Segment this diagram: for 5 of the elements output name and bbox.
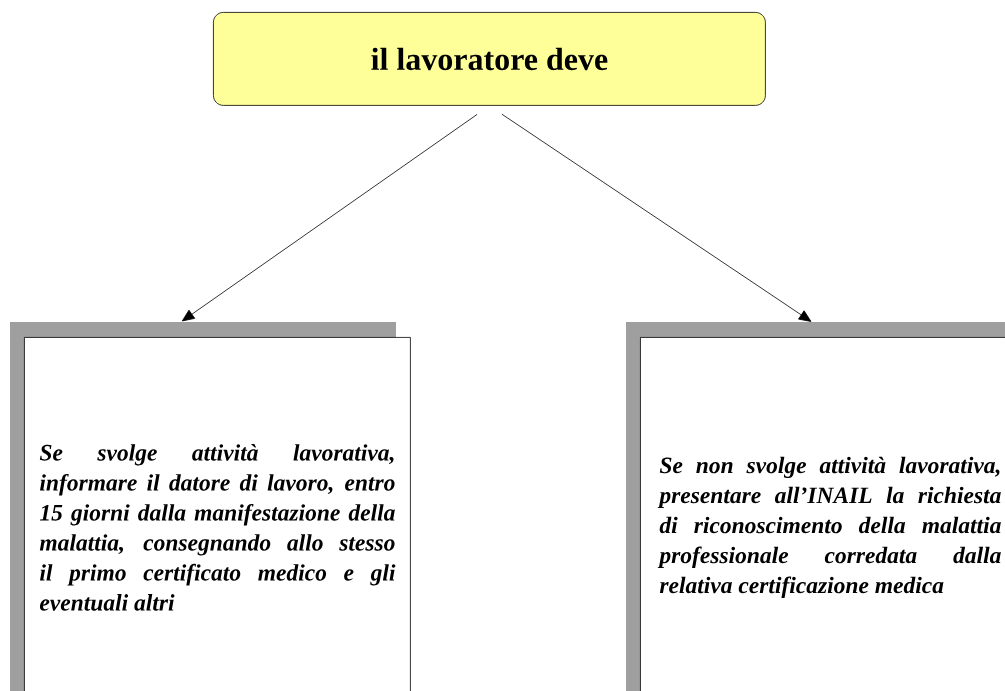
title-box: il lavoratore deve (213, 12, 766, 106)
arrow (181, 114, 478, 322)
text-card: Se non svolge attività lavorativa, presentare all’INAIL la richiesta di riconoscimento della malattia professionale corredata dalla relativa certificazione medica (626, 322, 1005, 691)
arrow (501, 113, 812, 322)
text-card: Se svolge attività lavorativa, informare il datore di lavoro, entro 15 giorni dalla manifestazione della malattia, consegnando allo stesso il primo certificato medico e gli eventuali altri (10, 322, 411, 691)
